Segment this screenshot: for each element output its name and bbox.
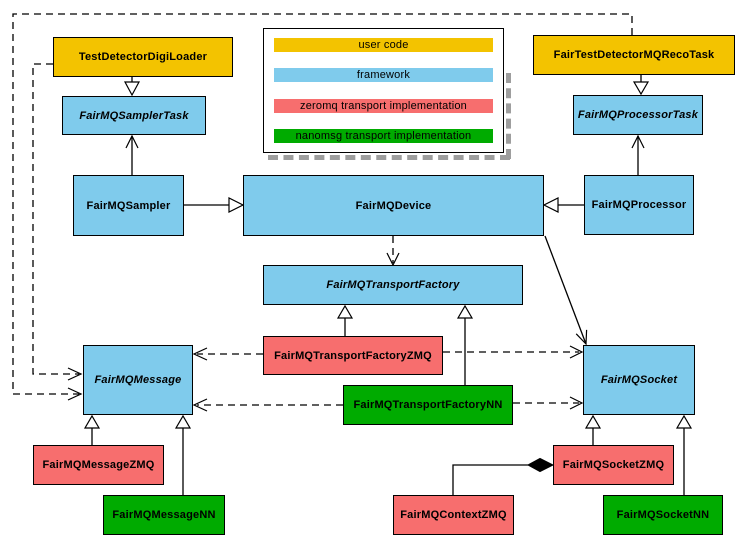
edge-association-fairmqprocessor-fairmqprocessortask — [631, 134, 645, 175]
node-fairmq-message-zmq: FairMQMessageZMQ — [33, 445, 164, 485]
node-fairmq-processor: FairMQProcessor — [584, 175, 694, 235]
legend-item-user-code: user code — [274, 38, 493, 52]
edge-inheritance-fairmqtransportfactorynn-fairmqtransportfactory — [456, 304, 474, 385]
node-fairmq-transport-factory-zmq: FairMQTransportFactoryZMQ — [263, 336, 443, 375]
legend-item-zeromq-transport: zeromq transport implementation — [274, 98, 493, 113]
edge-dependency-fairmqtransportfactoryzmq-fairmqsocket — [443, 345, 584, 359]
edge-dependency-fairmqtransportfactorynn-fairmqsocket — [513, 396, 584, 410]
edge-dependency-fairmqtransportfactorynn-fairmqmessage — [192, 398, 343, 412]
edge-inheritance-testdetectordigiloader-fairmqsamplertask — [123, 77, 141, 97]
node-fairmq-sampler: FairMQSampler — [73, 175, 184, 236]
node-fairmq-socket: FairMQSocket — [583, 345, 695, 415]
legend-item-nanomsg-transport: nanomsg transport implementation — [274, 128, 493, 143]
node-fairmq-socket-nn: FairMQSocketNN — [603, 495, 723, 535]
node-fairmq-transport-factory-nn: FairMQTransportFactoryNN — [343, 385, 513, 425]
edge-inheritance-fairmqtransportfactoryzmq-fairmqtransportfactory — [336, 304, 354, 336]
legend-item-framework: framework — [274, 68, 493, 83]
legend: user code framework zeromq transport imp… — [263, 28, 511, 160]
node-fairmq-message: FairMQMessage — [83, 345, 193, 415]
edge-dependency-fairmqtransportfactoryzmq-fairmqmessage — [192, 347, 263, 361]
node-fairmq-message-nn: FairMQMessageNN — [103, 495, 225, 535]
node-fairmq-transport-factory: FairMQTransportFactory — [263, 265, 523, 305]
edge-dependency-fairmqdevice-fairmqtransportfactory — [386, 236, 400, 267]
node-fair-test-detector-mq-reco-task: FairTestDetectorMQRecoTask — [533, 35, 735, 75]
edge-inheritance-fairmqmessagezmq-fairmqmessage — [83, 414, 101, 445]
edge-inheritance-fairmqprocessor-fairmqdevice — [542, 197, 584, 213]
edge-inheritance-fairmqsocketnn-fairmqsocket — [675, 414, 693, 495]
node-fairmq-socket-zmq: FairMQSocketZMQ — [553, 445, 674, 485]
edge-association-fairmqsampler-fairmqsamplertask — [125, 134, 139, 175]
edge-composition-fairmqcontextzmq-fairmqsocketzmq — [452, 457, 555, 495]
node-fairmq-context-zmq: FairMQContextZMQ — [393, 495, 514, 535]
edge-dependency-testdetectordigiloader-fairmqmessage — [32, 63, 83, 381]
edge-inheritance-fairtestdetectormqrecotask-fairmqprocessortask — [632, 75, 650, 96]
node-test-detector-digi-loader: TestDetectorDigiLoader — [53, 37, 233, 77]
node-fairmq-processor-task: FairMQProcessorTask — [573, 95, 703, 135]
edge-inheritance-fairmqsampler-fairmqdevice — [184, 197, 245, 213]
edge-inheritance-fairmqsocketzmq-fairmqsocket — [584, 414, 602, 445]
edge-association-fairmqdevice-fairmqsocket — [544, 235, 588, 346]
node-fairmq-sampler-task: FairMQSamplerTask — [62, 96, 206, 135]
edge-inheritance-fairmqmessagenn-fairmqmessage — [174, 414, 192, 495]
node-fairmq-device: FairMQDevice — [243, 175, 544, 236]
edge-dependency-fairtestdetectormqrecotask-fairmqmessage — [12, 13, 633, 401]
